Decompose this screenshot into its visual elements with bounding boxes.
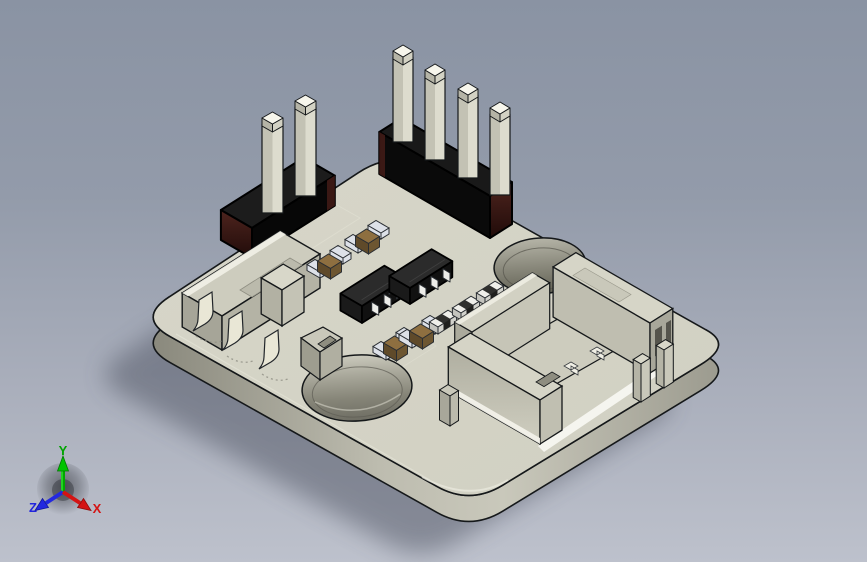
tantalum-capacitor: [344, 219, 390, 255]
header-pin: [424, 63, 446, 161]
leg-shadow-dots: [195, 335, 289, 381]
switch-leg: [222, 309, 244, 351]
jst-connector[interactable]: [438, 251, 675, 452]
board-corner-glint: [421, 476, 509, 492]
connector-posts: [632, 339, 675, 403]
header-pin: [294, 94, 317, 197]
switch-leg: [192, 290, 214, 332]
switch-knob[interactable]: [259, 263, 306, 328]
header-pin: [261, 111, 284, 214]
y-axis-label: Y: [59, 443, 68, 458]
switch-leg: [258, 328, 280, 370]
board-edge-highlight: [175, 333, 431, 481]
z-axis-label: Z: [29, 500, 37, 515]
switch-specular-strip: [182, 231, 286, 297]
sot23-ic: [388, 248, 454, 305]
connector-front-wall: [447, 332, 564, 446]
pin-header-4pin[interactable]: [378, 44, 513, 239]
z-axis-arrow: [34, 490, 65, 512]
connector-inner-slot-glint: [538, 369, 658, 452]
header-pin: [457, 82, 479, 179]
header-base-corner: [379, 132, 385, 178]
switch-bracket: [299, 326, 344, 382]
pin-header-2pin[interactable]: [219, 94, 336, 259]
orientation-triad[interactable]: Y Z X: [29, 443, 102, 516]
header-pin: [392, 44, 414, 143]
header-pin: [489, 101, 511, 196]
slide-switch[interactable]: [180, 230, 344, 382]
x-axis-label: X: [93, 501, 102, 516]
sot23-ics[interactable]: [339, 248, 454, 324]
tantalum-capacitor: [306, 244, 352, 280]
x-axis-arrow: [61, 490, 92, 512]
tantalum-capacitors[interactable]: [306, 219, 444, 362]
header-base-corner: [327, 175, 335, 211]
y-axis-arrow: [56, 454, 70, 494]
connector-feet: [438, 384, 460, 427]
